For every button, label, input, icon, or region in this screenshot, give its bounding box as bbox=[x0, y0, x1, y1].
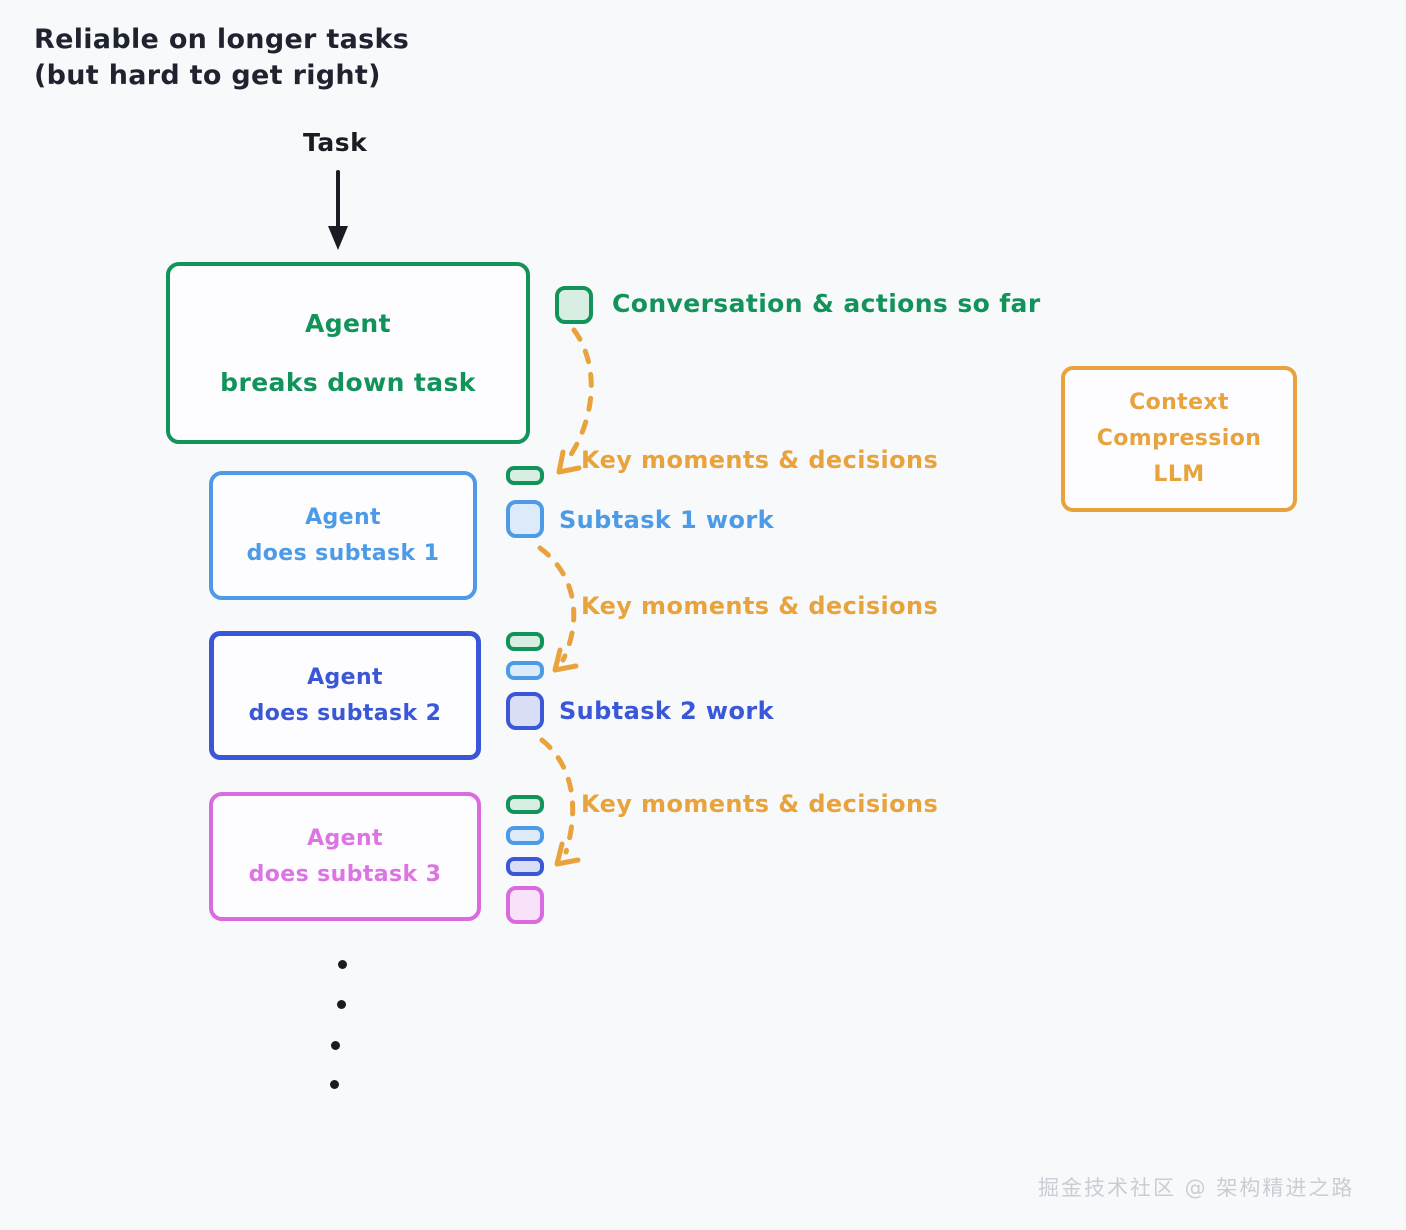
page-title: Reliable on longer tasks (but hard to ge… bbox=[34, 22, 734, 94]
node-agent-subtask-1-line-1: Agent bbox=[305, 504, 381, 530]
node-agent-subtask-3[interactable]: Agent does subtask 3 bbox=[209, 792, 481, 921]
memory-chip-compressed-green-1-icon bbox=[506, 466, 544, 485]
legend-key-moments-3-label: Key moments & decisions bbox=[581, 790, 939, 818]
page-title-line-1: Reliable on longer tasks bbox=[34, 24, 410, 55]
legend-subtask2-work-label: Subtask 2 work bbox=[559, 697, 774, 725]
memory-chip-compressed-blue-2-icon bbox=[506, 661, 544, 680]
memory-chip-compressed-indigo-3-icon bbox=[506, 857, 544, 876]
memory-chip-compressed-green-3-icon bbox=[506, 795, 544, 814]
memory-chip-compressed-blue-3-icon bbox=[506, 826, 544, 845]
node-agent-subtask-1-line-2: does subtask 1 bbox=[246, 540, 440, 566]
memory-chip-subtask3-work-icon bbox=[506, 886, 544, 924]
task-label: Task bbox=[303, 128, 368, 157]
node-agent-subtask-1[interactable]: Agent does subtask 1 bbox=[209, 471, 477, 600]
memory-chip-conversation-icon bbox=[555, 286, 593, 324]
ellipsis-dot bbox=[338, 960, 347, 969]
task-arrow-icon bbox=[328, 170, 348, 250]
ellipsis-dot bbox=[337, 1000, 346, 1009]
compression-arrow-3-icon bbox=[539, 737, 581, 867]
ellipsis-dot bbox=[331, 1041, 340, 1050]
node-agent-subtask-3-line-1: Agent bbox=[307, 825, 383, 851]
node-llm-line-1: Context bbox=[1129, 390, 1229, 415]
node-context-compression-llm[interactable]: Context Compression LLM bbox=[1061, 366, 1297, 512]
legend-key-moments-1-label: Key moments & decisions bbox=[581, 446, 939, 474]
legend-key-moments-2-label: Key moments & decisions bbox=[581, 592, 939, 620]
node-agent-root-line-2: breaks down task bbox=[220, 368, 476, 397]
legend-subtask1-work-label: Subtask 1 work bbox=[559, 506, 774, 534]
memory-chip-compressed-green-2-icon bbox=[506, 632, 544, 651]
page-title-line-2: (but hard to get right) bbox=[34, 60, 381, 91]
legend-conversation-label: Conversation & actions so far bbox=[612, 289, 1041, 318]
node-agent-subtask-3-line-2: does subtask 3 bbox=[248, 861, 442, 887]
memory-chip-subtask2-work-icon bbox=[506, 692, 544, 730]
node-llm-line-2: Compression bbox=[1096, 426, 1262, 451]
node-agent-subtask-2-line-1: Agent bbox=[307, 664, 383, 690]
node-agent-subtask-2[interactable]: Agent does subtask 2 bbox=[209, 631, 481, 760]
memory-chip-subtask1-work-icon bbox=[506, 500, 544, 538]
node-agent-root-line-1: Agent bbox=[305, 309, 391, 338]
watermark: 掘金技术社区 @ 架构精进之路 bbox=[1038, 1176, 1355, 1200]
node-agent-subtask-2-line-2: does subtask 2 bbox=[248, 700, 442, 726]
node-agent-root[interactable]: Agent breaks down task bbox=[166, 262, 530, 444]
compression-arrow-2-icon bbox=[537, 545, 579, 673]
node-llm-line-3: LLM bbox=[1153, 462, 1205, 487]
ellipsis-dot bbox=[330, 1080, 339, 1089]
